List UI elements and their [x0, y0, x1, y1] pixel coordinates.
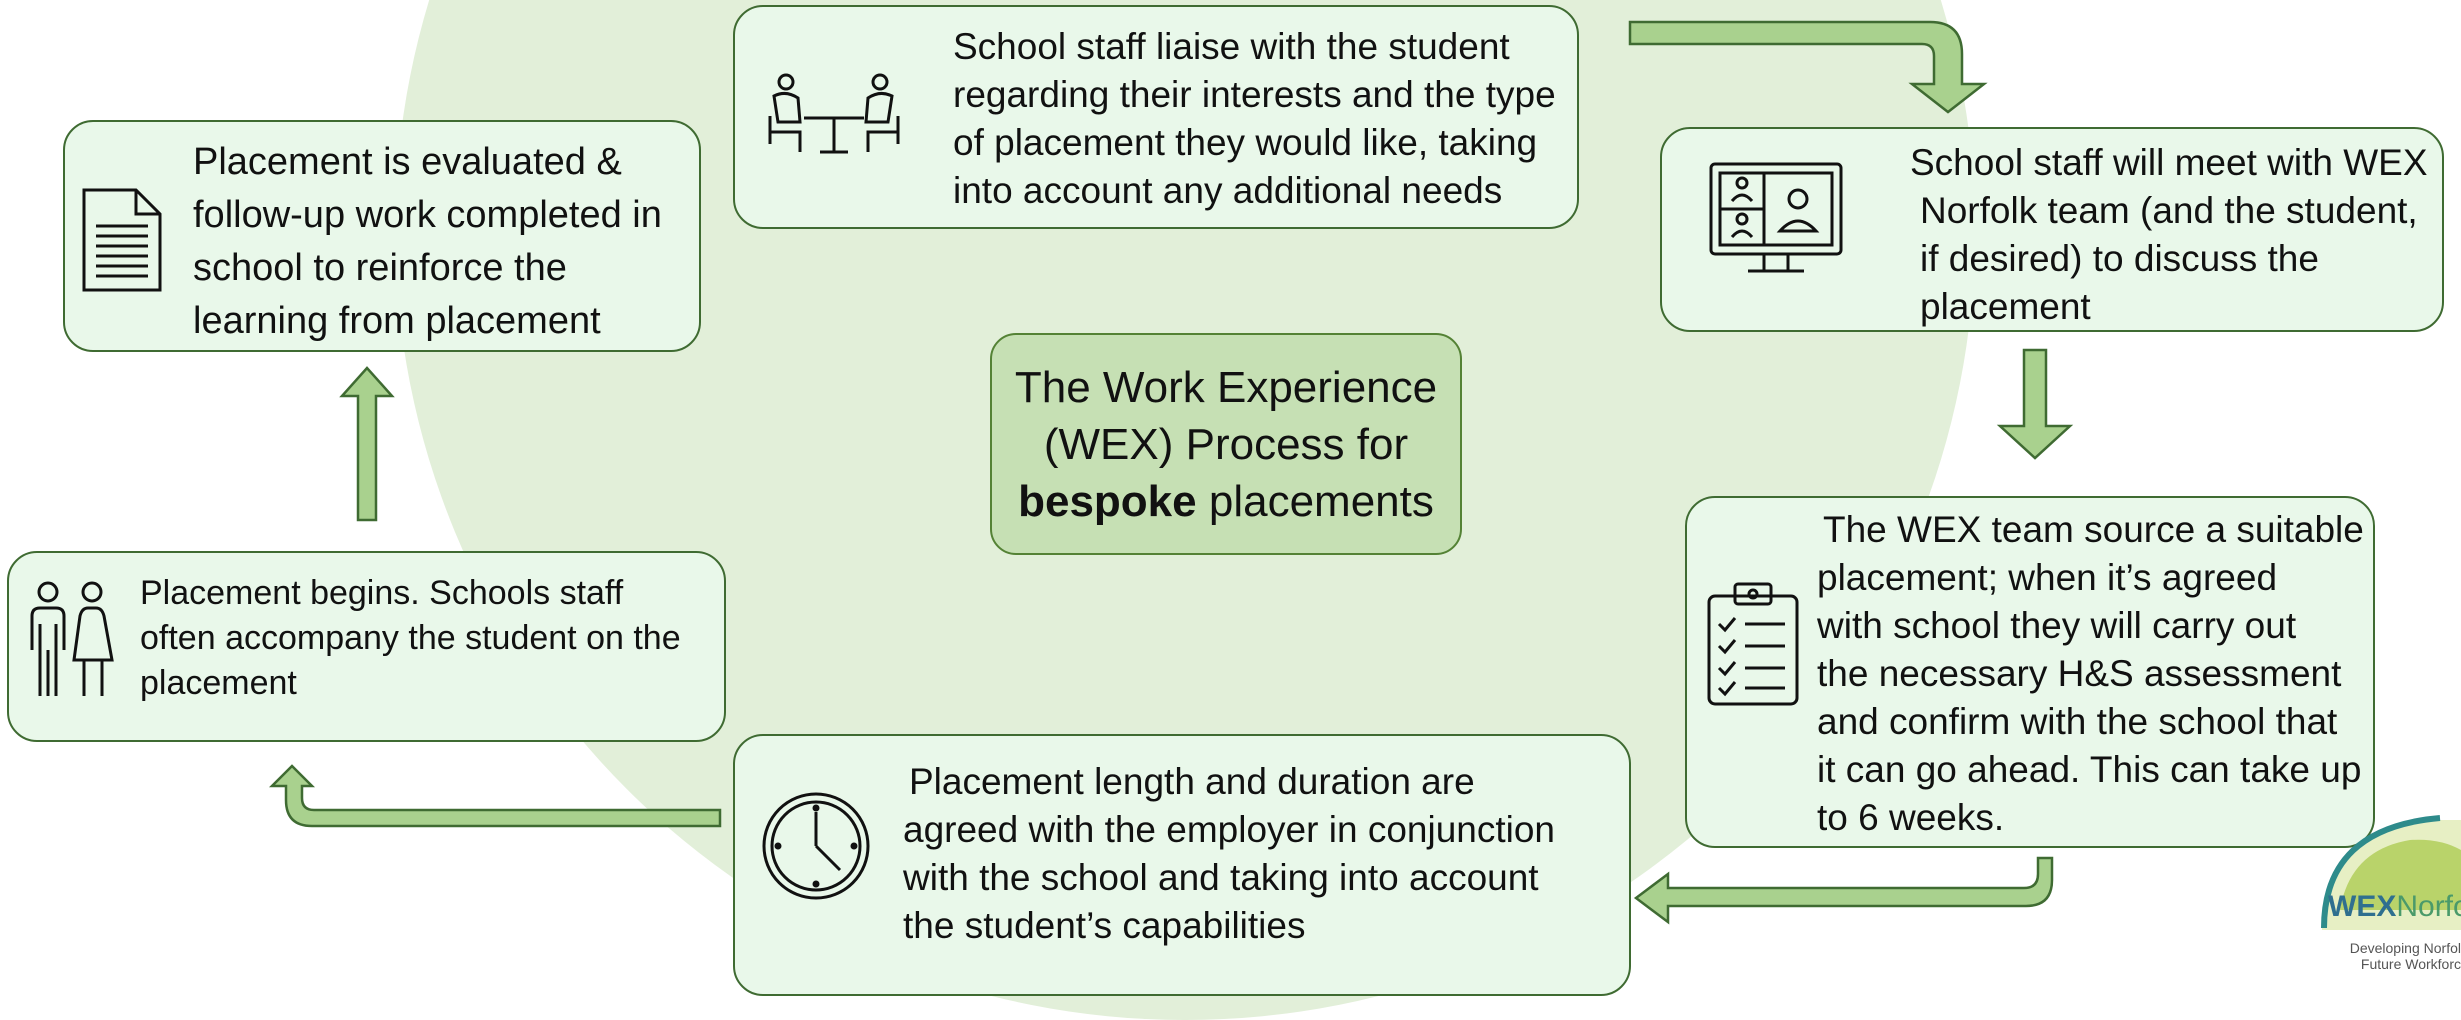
clipboard-checklist-icon [1707, 582, 1799, 706]
step-4-box: Placement length and duration are agreed… [733, 734, 1631, 996]
title-line-2: (WEX) Process for [1043, 419, 1409, 469]
arrow-step2-to-step3 [1996, 348, 2074, 460]
title-bold-word: bespoke [1018, 476, 1197, 526]
flow-arrows [268, 20, 2074, 925]
step-3-text: The WEX team source a suitable placement… [1817, 509, 2364, 838]
step-6-box: Placement is evaluated & follow-up work … [63, 120, 701, 352]
meeting-people-icon [768, 73, 900, 154]
arrow-step5-to-step6 [339, 366, 395, 522]
two-people-icon [30, 581, 114, 696]
wex-norfolk-logo-graphic [2321, 815, 2461, 930]
title-line-1: The Work Experience [1014, 362, 1438, 412]
arrow-step3-to-step4 [1633, 856, 2054, 925]
process-title-box: The Work Experience (WEX) Process for be… [990, 333, 1462, 555]
step-5-text: Placement begins. Schools staff often ac… [140, 574, 681, 702]
step-3-box: The WEX team source a suitable placement… [1685, 496, 2375, 848]
step-5-box: Placement begins. Schools staff often ac… [7, 551, 726, 742]
arrow-step1-to-step2 [1628, 20, 1988, 114]
step-1-box: School staff liaise with the student reg… [733, 5, 1579, 229]
step-2-box: School staff will meet with WEX Norfolk … [1660, 127, 2444, 332]
step-2-text: School staff will meet with WEX Norfolk … [1910, 142, 2428, 327]
document-icon [82, 188, 162, 292]
step-1-text: School staff liaise with the student reg… [953, 26, 1556, 211]
clock-icon [762, 792, 870, 900]
title-line-3-rest: placements [1196, 476, 1434, 526]
wex-norfolk-logo-tagline: Developing Norfol Future Workforc [2349, 940, 2461, 972]
step-6-text: Placement is evaluated & follow-up work … [193, 141, 662, 342]
process-title: The Work Experience (WEX) Process for be… [1015, 359, 1437, 530]
video-call-icon [1709, 162, 1843, 273]
arrow-step4-to-step5 [268, 764, 722, 828]
step-4-text: Placement length and duration are agreed… [903, 761, 1555, 946]
